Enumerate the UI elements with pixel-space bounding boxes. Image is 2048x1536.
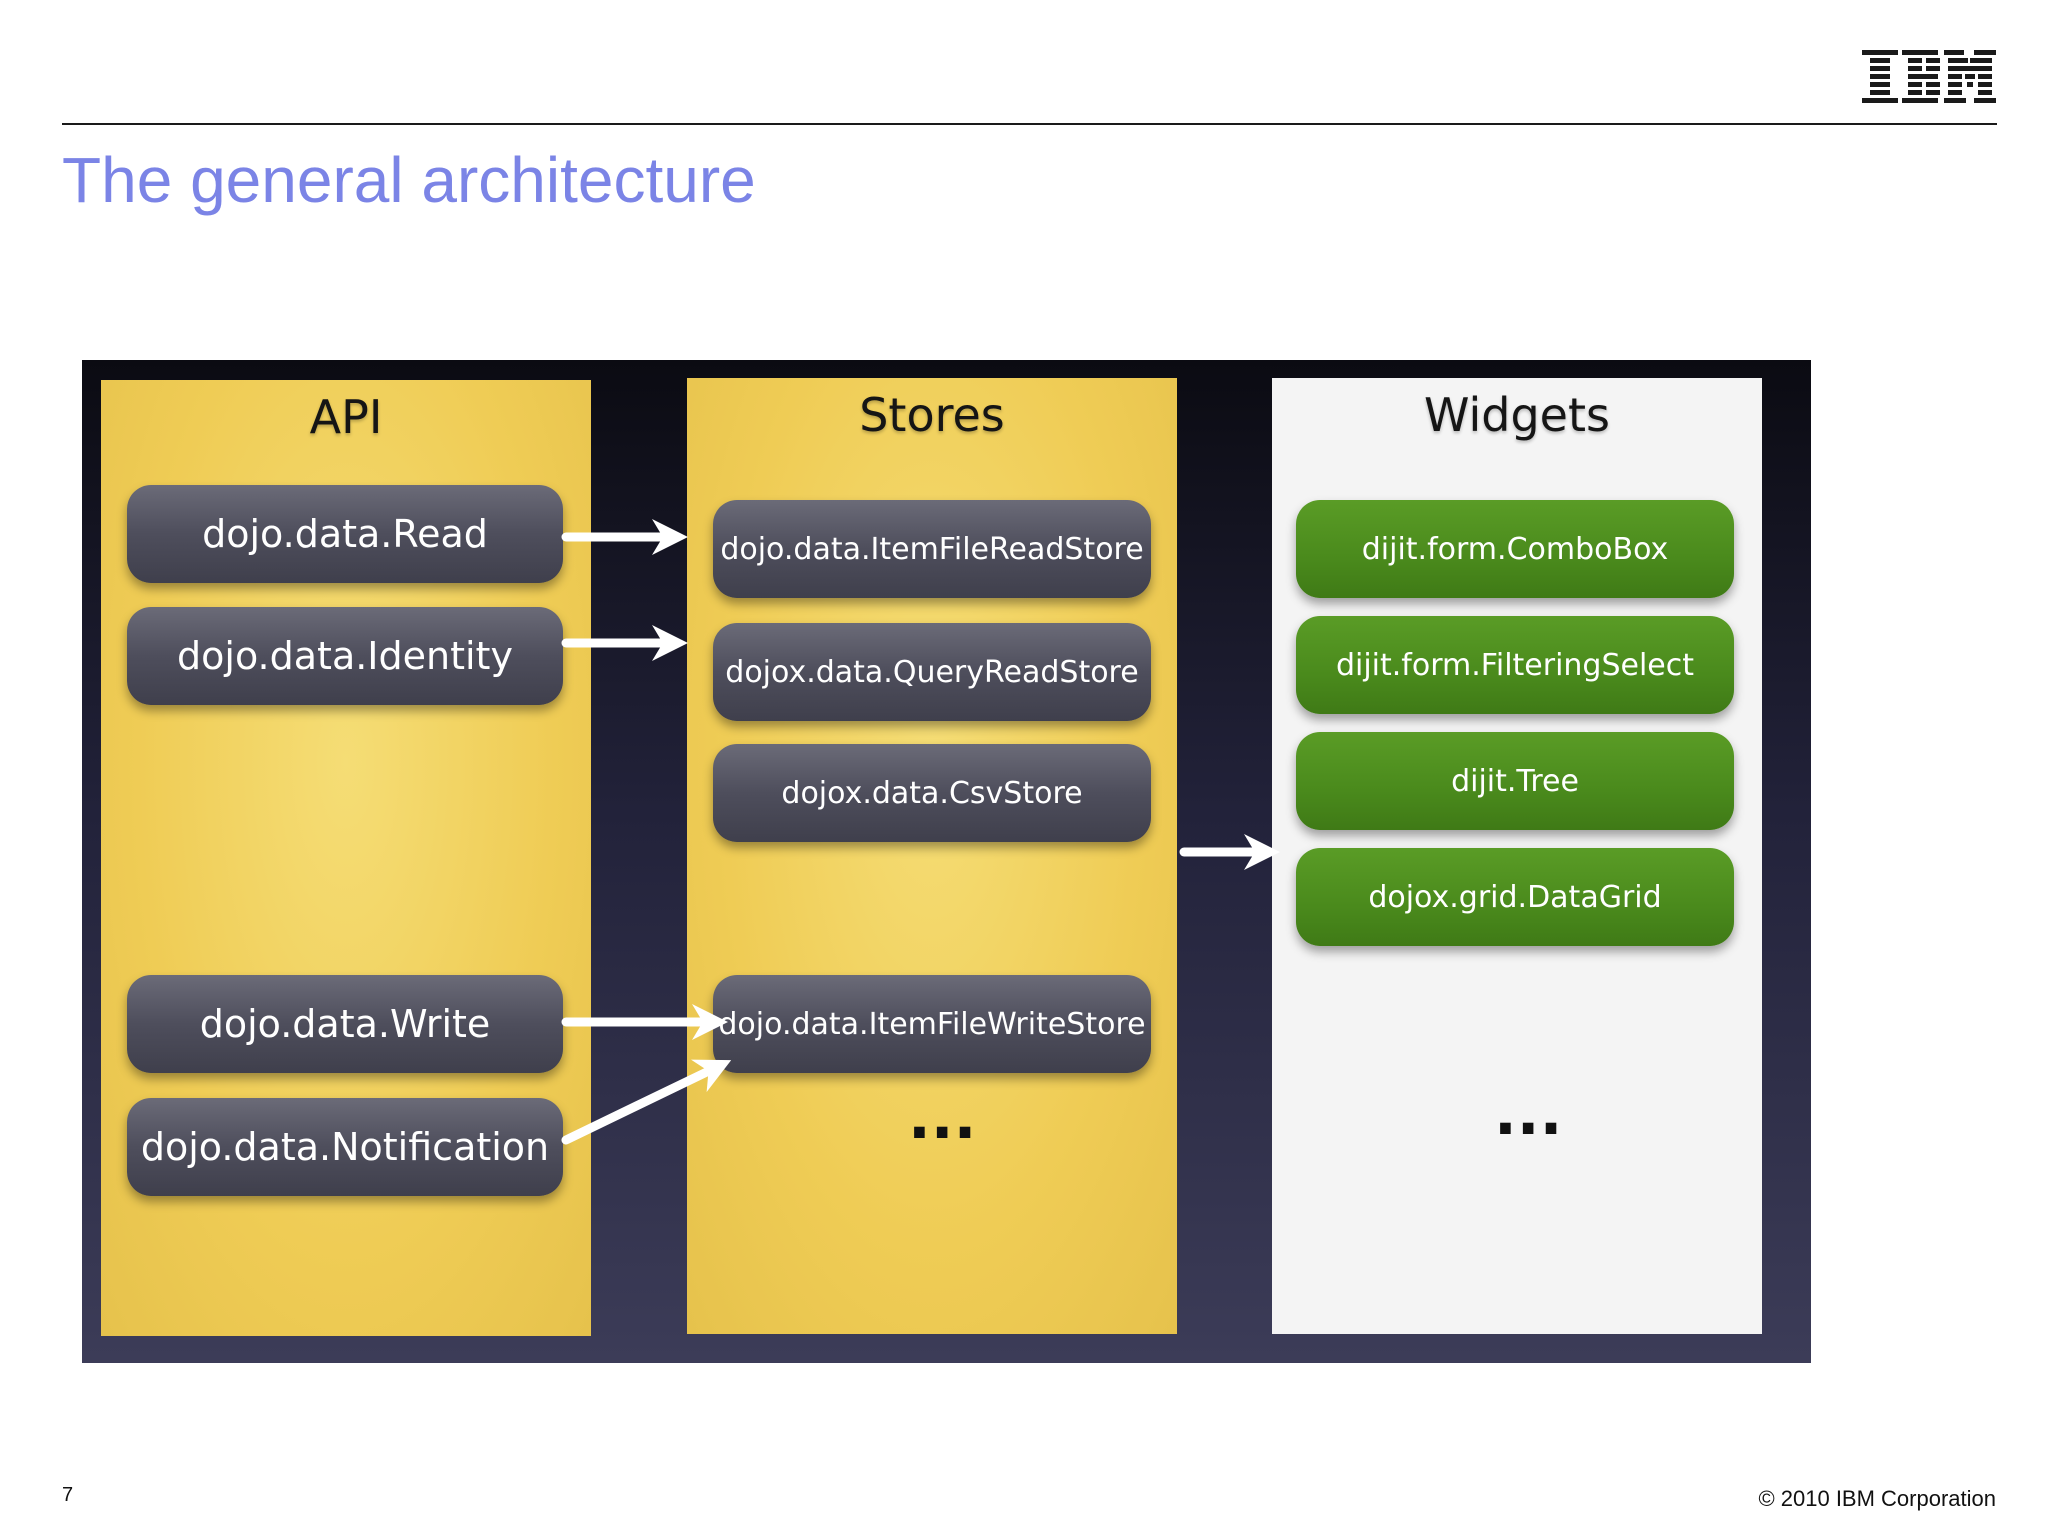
stores-column-title: Stores [859,388,1005,442]
widget-combobox-box: dijit.form.ComboBox [1296,500,1734,598]
api-column-title: API [309,390,383,444]
store-itemfilereadstore-box: dojo.data.ItemFileReadStore [713,500,1151,598]
widget-datagrid-box: dojox.grid.DataGrid [1296,848,1734,946]
store-csvstore-box: dojox.data.CsvStore [713,744,1151,842]
api-write-box: dojo.data.Write [127,975,563,1073]
api-notification-box: dojo.data.Notification [127,1098,563,1196]
widgets-more-ellipsis: ... [1494,1079,1563,1149]
api-read-box: dojo.data.Read [127,485,563,583]
stores-more-ellipsis: ... [908,1083,977,1153]
store-queryreadstore-box: dojox.data.QueryReadStore [713,623,1151,721]
widget-tree-box: dijit.Tree [1296,732,1734,830]
widget-filteringselect-box: dijit.form.FilteringSelect [1296,616,1734,714]
header-rule [62,123,1997,125]
page-number: 7 [62,1484,74,1506]
slide-title: The general architecture [62,144,756,216]
copyright-notice: © 2010 IBM Corporation [1758,1486,1996,1511]
api-identity-box: dojo.data.Identity [127,607,563,705]
store-itemfilewritestore-box: dojo.data.ItemFileWriteStore [713,975,1151,1073]
ibm-logo [1862,50,1996,106]
widgets-column-title: Widgets [1424,388,1610,442]
